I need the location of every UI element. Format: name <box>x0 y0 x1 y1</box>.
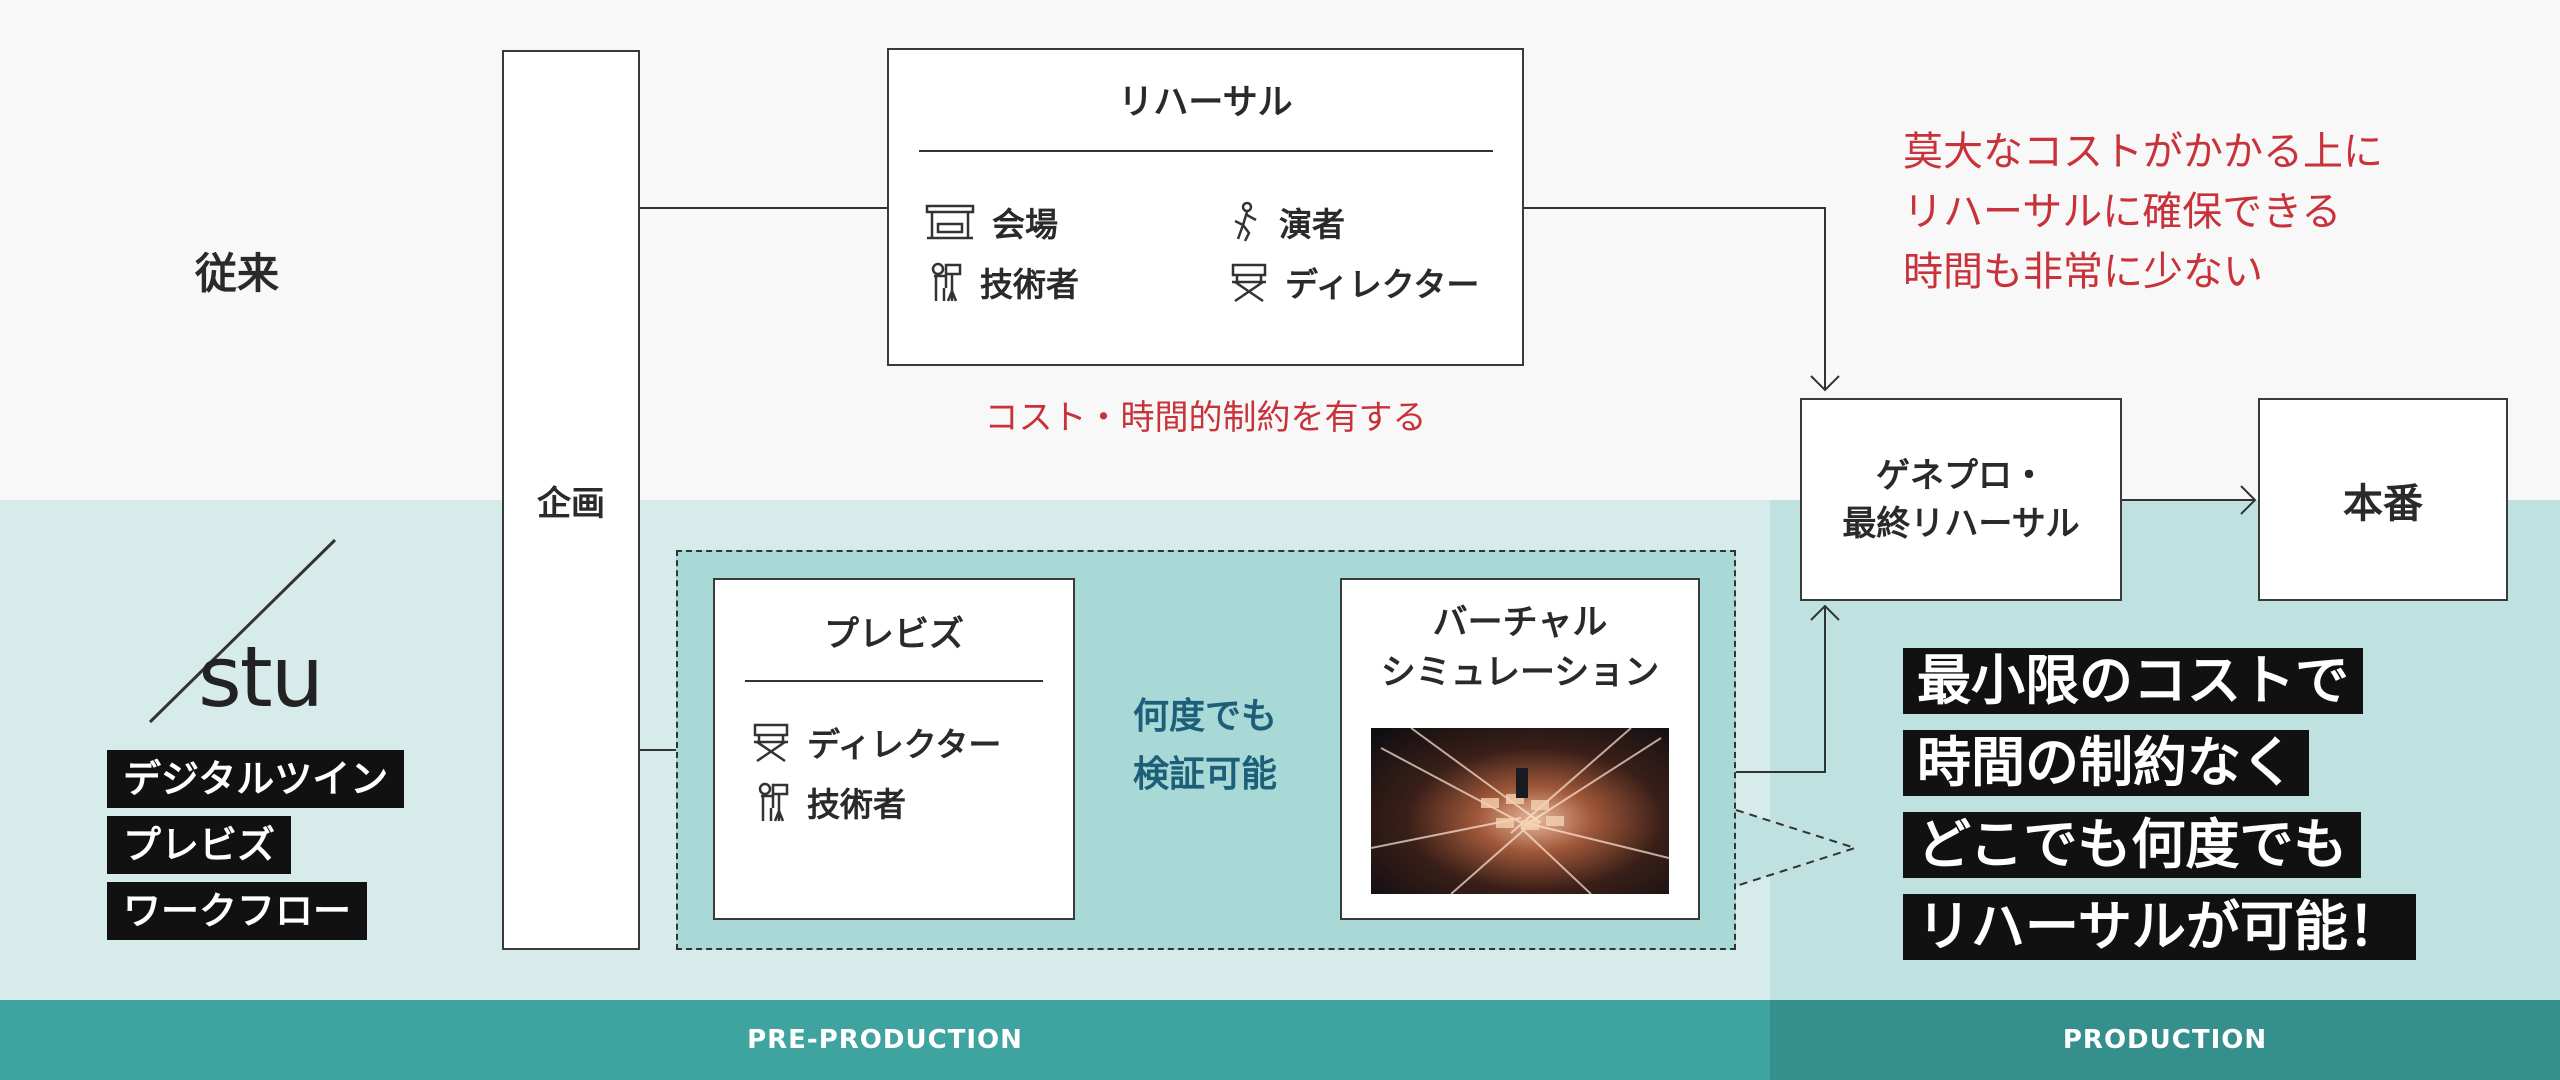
previz-item-technician: 技術者 <box>751 778 906 826</box>
loop-label-line: 何度でも <box>1105 688 1305 746</box>
previz-box: プレビズ ディレクター 技術者 <box>713 578 1075 920</box>
benefit-line-1: 最小限のコストで <box>1903 648 2363 714</box>
virtual-simulation-title: バーチャル シミュレーション <box>1342 598 1698 698</box>
stage-light-beams <box>1371 728 1669 894</box>
virtual-simulation-title-line: シミュレーション <box>1342 648 1698 698</box>
previz-divider <box>745 680 1043 682</box>
benefit-line-3: どこでも何度でも <box>1903 812 2361 878</box>
previz-item-director: ディレクター <box>751 718 1001 766</box>
previz-item-label: ディレクター <box>807 718 1001 766</box>
loop-label-line: 検証可能 <box>1105 746 1305 804</box>
director-chair-icon <box>751 721 791 763</box>
loop-label: 何度でも 検証可能 <box>1105 688 1305 804</box>
benefit-line-4: リハーサルが可能！ <box>1903 894 2416 960</box>
virtual-stage-render <box>1371 728 1669 894</box>
virtual-simulation-box: バーチャル シミュレーション <box>1340 578 1700 920</box>
previz-title: プレビズ <box>715 606 1073 657</box>
camera-operator-icon <box>751 781 791 823</box>
previz-item-label: 技術者 <box>807 778 906 826</box>
benefit-line-2: 時間の制約なく <box>1903 730 2309 796</box>
virtual-simulation-title-line: バーチャル <box>1342 598 1698 648</box>
